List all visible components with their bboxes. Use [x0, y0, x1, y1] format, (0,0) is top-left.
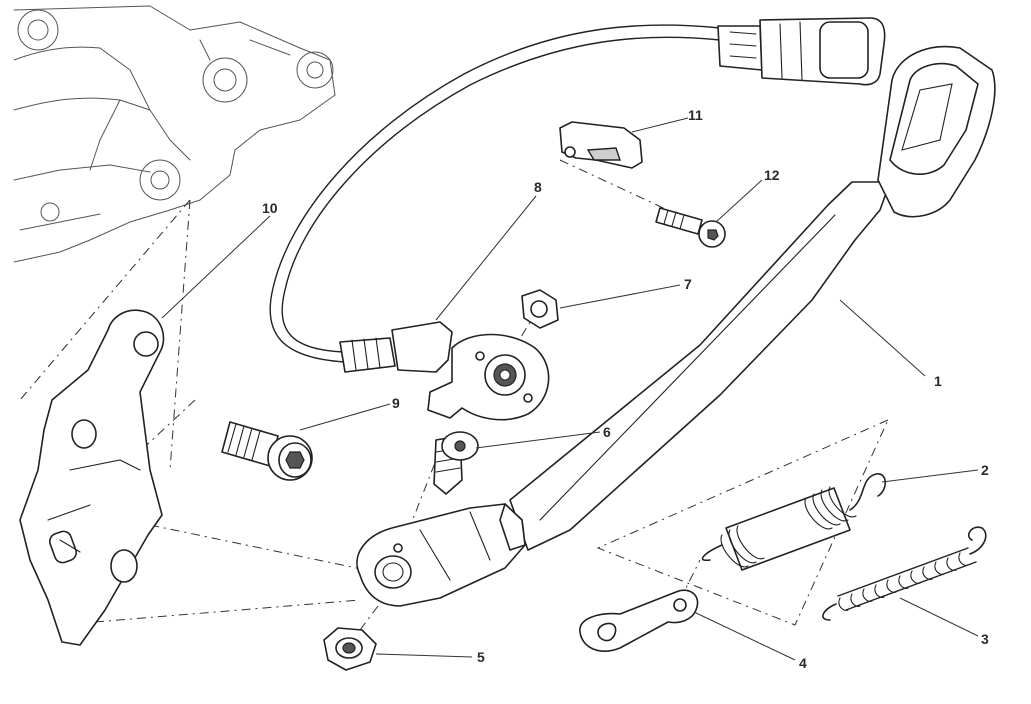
- bolt-part-9: [221, 421, 313, 481]
- callout-9: 9: [392, 395, 400, 411]
- bracket-part-10: [19, 309, 165, 646]
- callout-2: 2: [981, 462, 989, 478]
- nut-part-7: [521, 289, 559, 329]
- screw-part-12: [655, 207, 726, 248]
- side-stand-part-1: [356, 45, 996, 607]
- callout-4: 4: [799, 655, 807, 671]
- callout-11: 11: [688, 107, 703, 123]
- spring-part-3: [822, 526, 987, 621]
- spring-part-2: [701, 473, 887, 571]
- callout-1: 1: [934, 373, 942, 389]
- callout-labels: 1 2 3 4 5 6 7 8 9 10 11 12: [262, 107, 989, 671]
- callout-10: 10: [262, 200, 278, 216]
- leader-lines: [161, 117, 979, 661]
- clip-part-11: [559, 121, 643, 169]
- engine-case-outline: [13, 5, 336, 263]
- sensor-cable: [269, 17, 886, 363]
- callout-8: 8: [534, 179, 542, 195]
- callout-3: 3: [981, 631, 989, 647]
- callout-5: 5: [477, 649, 485, 665]
- callout-12: 12: [764, 167, 780, 183]
- pin-part-6: [433, 431, 479, 495]
- sensor-part-8: [339, 321, 550, 421]
- nut-part-5: [323, 627, 377, 671]
- callout-6: 6: [603, 424, 611, 440]
- plate-part-4: [579, 589, 699, 652]
- callout-7: 7: [684, 276, 692, 292]
